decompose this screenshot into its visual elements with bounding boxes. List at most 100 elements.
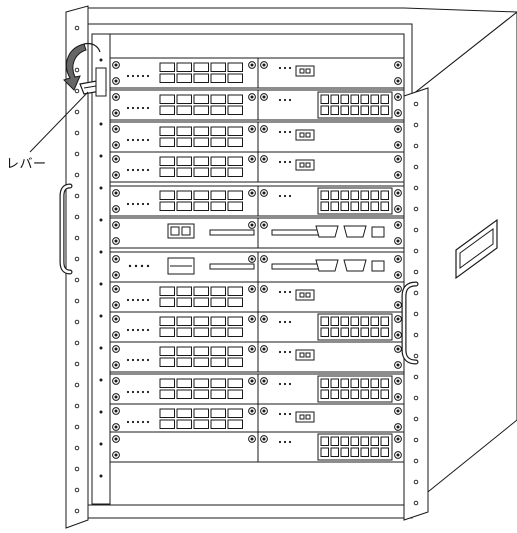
- left-rack-ear: [65, 5, 89, 529]
- port: [227, 327, 243, 337]
- screw-center: [114, 79, 118, 83]
- led: [136, 298, 140, 302]
- screw-center: [262, 157, 266, 161]
- screw-center: [250, 437, 254, 441]
- rack-hole: [413, 227, 419, 233]
- rack-hole: [413, 353, 419, 359]
- module: [109, 403, 405, 435]
- lever-base: [95, 67, 107, 97]
- port: [193, 201, 209, 211]
- rack-hole: [413, 164, 419, 170]
- strip-dot: [99, 282, 103, 286]
- led: [131, 328, 135, 332]
- led: [141, 298, 145, 302]
- port: [340, 316, 349, 326]
- led: [126, 106, 130, 110]
- serial-port: [343, 225, 367, 238]
- led: [141, 390, 145, 394]
- sfp-port: [295, 65, 315, 77]
- port: [210, 137, 226, 147]
- port: [193, 346, 209, 356]
- rack-hole: [413, 311, 419, 317]
- screw-center: [396, 409, 400, 413]
- port: [176, 408, 192, 418]
- screw-center: [250, 191, 254, 195]
- strip-dot: [99, 250, 103, 254]
- led: [126, 202, 130, 206]
- port: [330, 94, 339, 104]
- port: [210, 357, 226, 367]
- module: [109, 431, 405, 463]
- port: [176, 105, 192, 115]
- led: [131, 298, 135, 302]
- port: [370, 190, 379, 200]
- port: [350, 201, 359, 211]
- port: [227, 378, 243, 388]
- port: [227, 297, 243, 307]
- module: [109, 57, 405, 89]
- screw-center: [396, 317, 400, 321]
- screw-center: [396, 453, 400, 457]
- port: [193, 297, 209, 307]
- port: [227, 73, 243, 83]
- strip-dot: [99, 314, 103, 318]
- port: [370, 447, 379, 457]
- screw-center: [250, 409, 254, 413]
- module-faceplate: [109, 341, 405, 373]
- led: [288, 412, 292, 416]
- led: [126, 328, 130, 332]
- screw-center: [262, 437, 266, 441]
- led: [146, 106, 150, 110]
- port: [330, 389, 339, 399]
- port: [193, 156, 209, 166]
- port: [371, 260, 385, 272]
- module: [109, 341, 405, 373]
- screw-center: [114, 287, 118, 291]
- strip-dot: [99, 410, 103, 414]
- screw-center: [114, 437, 118, 441]
- port: [370, 94, 379, 104]
- port: [210, 408, 226, 418]
- rack-hole: [413, 101, 419, 107]
- port: [370, 378, 379, 388]
- port: [210, 156, 226, 166]
- screw-center: [114, 273, 118, 277]
- screw-center: [396, 239, 400, 243]
- led: [136, 328, 140, 332]
- screw-center: [396, 257, 400, 261]
- port: [380, 389, 389, 399]
- port: [305, 162, 311, 168]
- port: [159, 73, 175, 83]
- led: [146, 298, 150, 302]
- port: [320, 190, 329, 200]
- port: [227, 408, 243, 418]
- port: [193, 327, 209, 337]
- rack-hole: [74, 256, 80, 262]
- port: [320, 378, 329, 388]
- screw-center: [114, 317, 118, 321]
- port: [159, 316, 175, 326]
- port: [210, 286, 226, 296]
- screw-center: [114, 157, 118, 161]
- screw-center: [250, 157, 254, 161]
- rack-hole: [413, 416, 419, 422]
- led: [278, 66, 282, 70]
- port: [210, 389, 226, 399]
- led: [146, 264, 150, 268]
- port: [380, 327, 389, 337]
- sfp-port: [295, 129, 315, 141]
- screw-center: [262, 409, 266, 413]
- screw-center: [396, 95, 400, 99]
- screw-center: [396, 303, 400, 307]
- rack-hole: [413, 479, 419, 485]
- port: [371, 226, 385, 238]
- led: [136, 74, 140, 78]
- port: [181, 226, 191, 236]
- screw-center: [262, 127, 266, 131]
- port: [176, 156, 192, 166]
- port: [299, 162, 305, 168]
- module-faceplate: [109, 121, 405, 153]
- port: [350, 94, 359, 104]
- strip-dot: [99, 474, 103, 478]
